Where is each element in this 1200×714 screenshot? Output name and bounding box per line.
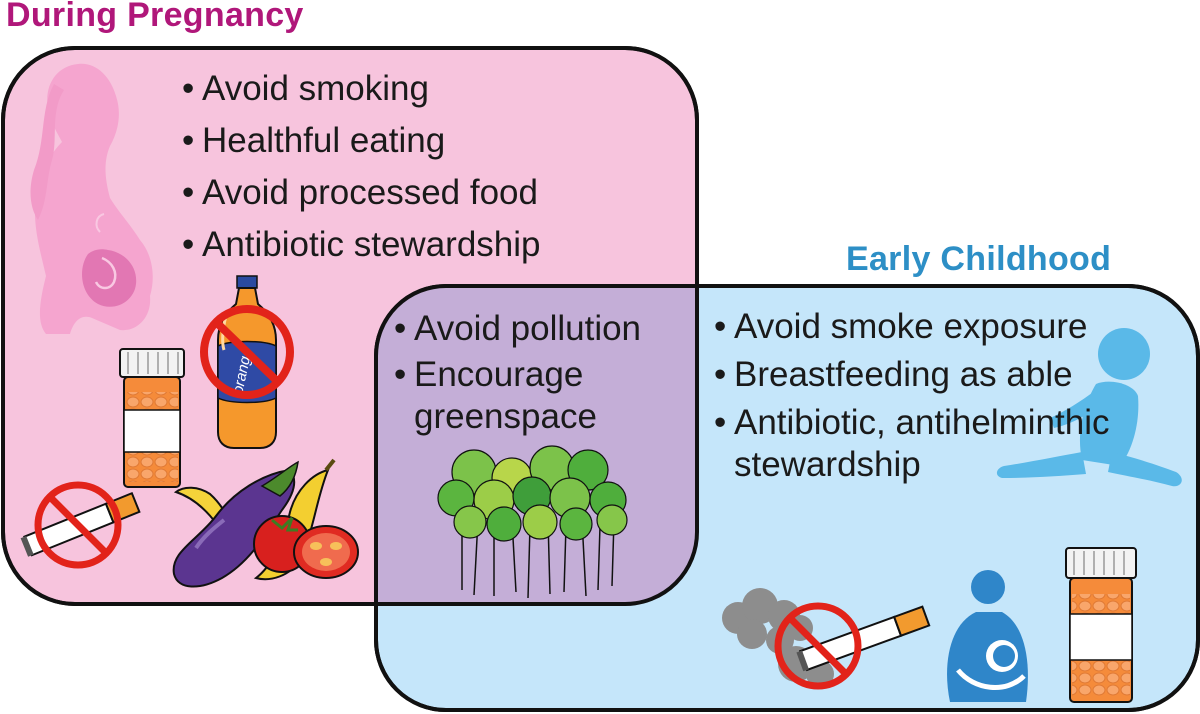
tomato-icon	[253, 515, 359, 579]
list-item: Avoid smoke exposure	[712, 306, 1182, 348]
list-item: Healthful eating	[180, 116, 541, 168]
eggplant-icon	[172, 460, 299, 588]
list-item: Antibiotic stewardship	[180, 220, 541, 272]
childhood-list: Avoid smoke exposure Breastfeeding as ab…	[712, 306, 1182, 492]
childhood-title: Early Childhood	[846, 240, 1112, 278]
trees-icon	[437, 445, 628, 599]
pregnancy-list: Avoid smoking Healthful eating Avoid pro…	[180, 64, 541, 272]
pill-bottle-icon	[119, 348, 185, 488]
list-item: Encourage greenspace	[392, 354, 692, 438]
pill-bottle-icon	[1065, 547, 1137, 703]
no-symbol-icon	[200, 305, 294, 399]
list-item: Breastfeeding as able	[712, 354, 1182, 396]
no-symbol-icon	[774, 602, 862, 690]
cigarette-icon	[20, 481, 141, 569]
breastfeeding-icon	[947, 570, 1028, 702]
list-item: Avoid pollution	[392, 308, 692, 350]
list-item: Avoid smoking	[180, 64, 541, 116]
overlap-list: Avoid pollution Encourage greenspace	[392, 308, 692, 442]
list-item: Antibiotic, antihelminthic stewardship	[712, 402, 1182, 486]
soda-bottle-icon: orange	[217, 275, 277, 449]
list-item: Avoid processed food	[180, 168, 541, 220]
pregnant-woman-icon	[30, 63, 153, 334]
pregnancy-title: During Pregnancy	[6, 0, 304, 34]
